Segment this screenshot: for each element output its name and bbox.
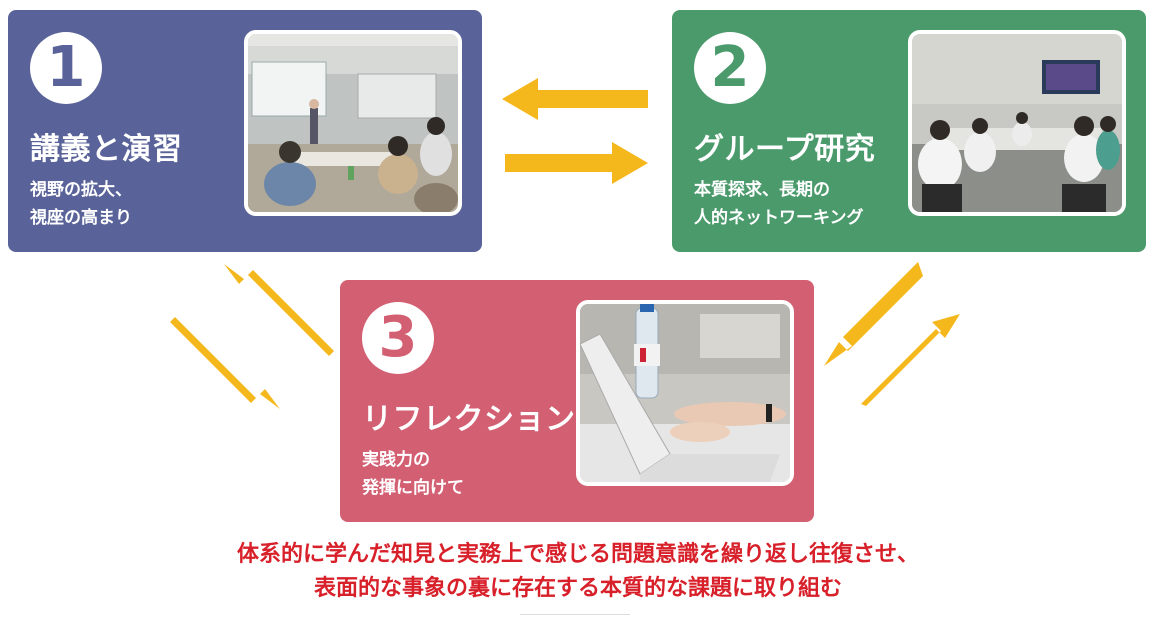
group-discussion-photo (908, 30, 1126, 216)
arrow-step3-to-step2 (861, 314, 960, 406)
summary-line-2: 表面的な事象の裏に存在する本質的な課題に取り組む (313, 576, 842, 601)
arrow-step2-to-step3 (824, 262, 923, 366)
arrow-step2-to-step1 (502, 78, 648, 120)
step-2-description: 本質探求、長期の 人的ネットワーキング (694, 176, 864, 232)
step-3-desc-line-1: 実践力の (362, 450, 430, 470)
bottom-divider (520, 614, 630, 615)
arrow-step1-to-step3 (170, 317, 280, 409)
step-1-desc-line-2: 視座の高まり (30, 208, 132, 228)
step-2-card: 2 グループ研究 本質探求、長期の 人的ネットワーキング (672, 10, 1146, 252)
summary-message: 体系的に学んだ知見と実務上で感じる問題意識を繰り返し往復させ、 表面的な事象の裏… (0, 538, 1156, 606)
step-1-card: 1 講義と演習 視野の拡大、 視座の高まり (8, 10, 482, 252)
step-3-title: リフレクション (362, 402, 576, 437)
step-2-desc-line-2: 人的ネットワーキング (694, 208, 864, 228)
step-3-description: 実践力の 発揮に向けて (362, 446, 464, 502)
step-2-title: グループ研究 (694, 132, 876, 167)
step-3-card: 3 リフレクション 実践力の 発揮に向けて (340, 280, 814, 522)
step-3-desc-line-2: 発揮に向けて (362, 478, 464, 498)
summary-line-1: 体系的に学んだ知見と実務上で感じる問題意識を繰り返し往復させ、 (236, 542, 919, 567)
step-1-desc-line-1: 視野の拡大、 (30, 180, 132, 200)
step-3-number-badge: 3 (362, 302, 434, 374)
laptop-typing-photo (576, 300, 794, 486)
step-1-description: 視野の拡大、 視座の高まり (30, 176, 132, 232)
lecture-room-photo (244, 30, 462, 216)
step-1-title: 講義と演習 (30, 132, 183, 167)
step-2-desc-line-1: 本質探求、長期の (694, 180, 830, 200)
arrow-step1-to-step2 (505, 142, 648, 184)
step-2-number-badge: 2 (694, 32, 766, 104)
step-1-number-badge: 1 (30, 32, 102, 104)
arrow-step3-to-step1 (224, 264, 334, 356)
